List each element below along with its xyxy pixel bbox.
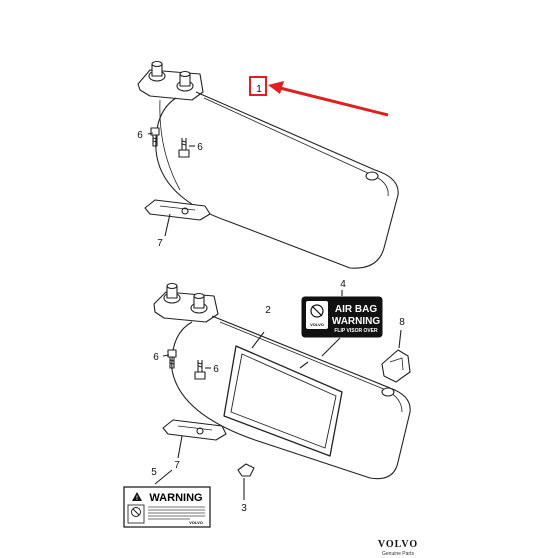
callout-5: 5 <box>151 467 157 478</box>
svg-text:!: ! <box>136 496 138 502</box>
highlight-box <box>249 76 267 96</box>
callout-7-upper: 7 <box>157 238 163 249</box>
lower-screw-left <box>167 349 177 369</box>
callout-3: 3 <box>241 503 247 514</box>
highlight-arrow-shaft <box>279 86 389 117</box>
airbag-warning-label: VOLVO AIR BAG WARNING FLIP VISOR OVER <box>301 296 383 338</box>
airbag-label-line2: WARNING <box>332 316 381 327</box>
warning-label: ! WARNING VOLVO <box>123 486 211 528</box>
upper-screw-left <box>150 127 160 147</box>
callout-4: 4 <box>340 279 346 290</box>
callout-8: 8 <box>399 317 405 328</box>
callout-6-lower-right: 6 <box>213 364 219 375</box>
part-1-highlight <box>249 76 389 117</box>
callout-6-upper-right: 6 <box>197 142 203 153</box>
highlight-arrow-head <box>268 81 284 94</box>
lower-clip-pad <box>162 419 227 441</box>
upper-visor-body <box>155 91 399 269</box>
visor-plug <box>237 463 255 477</box>
callout-6-upper-left: 6 <box>137 130 143 141</box>
brand-tagline: Genuine Parts <box>382 551 414 557</box>
airbag-label-line3: FLIP VISOR OVER <box>334 328 378 334</box>
airbag-label-brand: VOLVO <box>310 322 324 327</box>
upper-clip-pad <box>144 199 211 221</box>
warning-label-title: WARNING <box>149 492 202 504</box>
upper-visor-assembly <box>137 60 399 269</box>
lower-visor-assembly <box>153 282 411 500</box>
airbag-label-line1: AIR BAG <box>335 304 377 315</box>
lower-visor-body <box>171 315 411 480</box>
warning-label-brand: VOLVO <box>189 520 203 525</box>
lower-screw-right <box>194 360 206 380</box>
vanity-mirror <box>223 345 343 457</box>
callout-7-lower: 7 <box>174 460 180 471</box>
lower-mount-bracket <box>153 291 219 323</box>
callout-6-lower-left: 6 <box>153 352 159 363</box>
callout-1: 1 <box>256 84 262 95</box>
callout-2: 2 <box>265 305 271 316</box>
visor-retaining-clip <box>381 349 411 383</box>
upper-screw-right <box>178 138 190 158</box>
brand-name: VOLVO <box>378 539 418 550</box>
